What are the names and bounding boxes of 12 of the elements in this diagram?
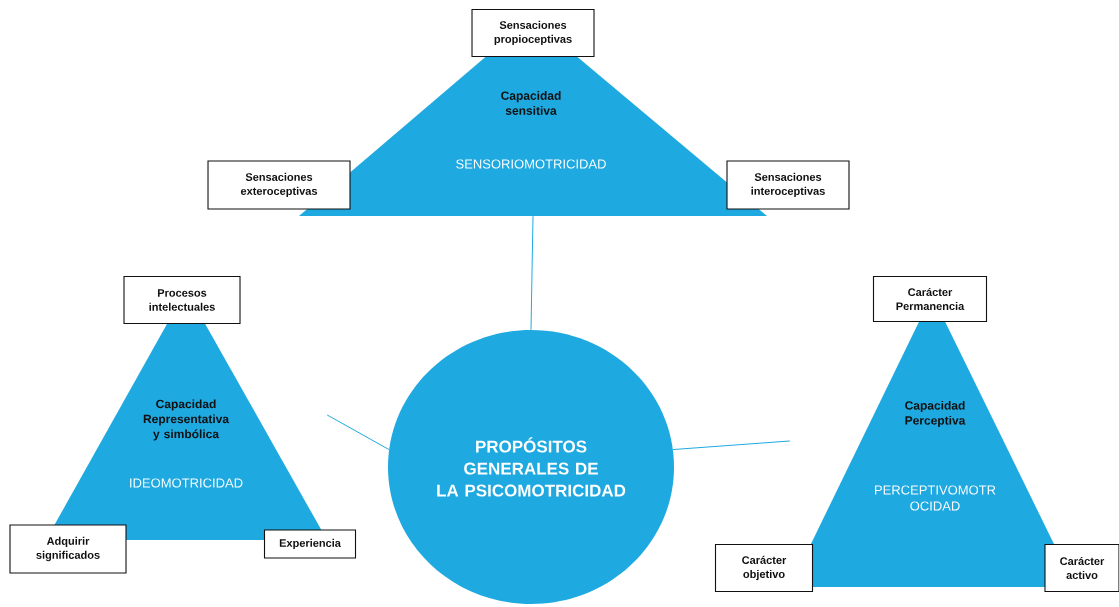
connector-line bbox=[530, 215, 534, 331]
text-box: Sensaciones propioceptivas bbox=[471, 8, 595, 58]
connector-line bbox=[326, 414, 390, 451]
text-box: Procesos intelectuales bbox=[123, 275, 241, 325]
text-box: Experiencia bbox=[263, 529, 357, 559]
text-box: Sensaciones interoceptivas bbox=[726, 160, 850, 210]
text-box: Adquirir significados bbox=[9, 524, 127, 574]
text-box: Carácter Permanencia bbox=[872, 275, 988, 323]
connector-line bbox=[672, 440, 791, 451]
text-box: Carácter activo bbox=[1044, 543, 1119, 593]
text-box: Sensaciones exteroceptivas bbox=[207, 160, 351, 210]
text-box: Carácter objetivo bbox=[714, 543, 814, 593]
